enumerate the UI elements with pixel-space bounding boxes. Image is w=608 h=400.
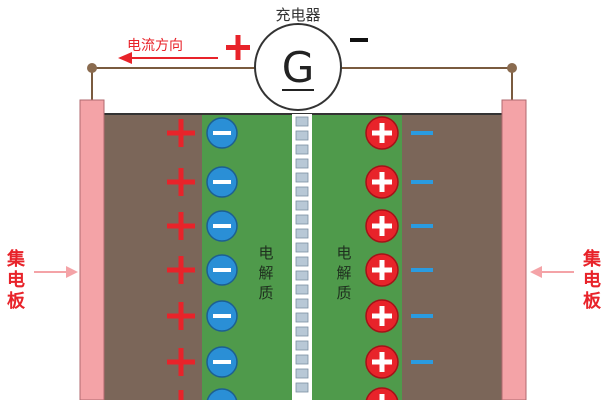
negative-ion [206, 300, 238, 332]
separator [292, 114, 312, 400]
wire-node-left [87, 63, 97, 73]
positive-charge [167, 212, 195, 240]
negative-charge [411, 360, 433, 364]
svg-text:集: 集 [6, 248, 26, 270]
svg-text:集: 集 [582, 248, 602, 270]
positive-ion [365, 387, 399, 400]
separator-segment [295, 186, 309, 197]
negative-charge [411, 180, 433, 184]
negative-ion [206, 117, 238, 149]
positive-ion [365, 299, 399, 333]
charger-generator: G [254, 23, 342, 111]
svg-text:板: 板 [583, 290, 602, 312]
positive-ion [365, 253, 399, 287]
svg-text:电: 电 [258, 244, 273, 262]
separator-segment [295, 130, 309, 141]
separator-segment [295, 256, 309, 267]
negative-charge [411, 131, 433, 135]
separator-segment [295, 312, 309, 323]
negative-charge [411, 314, 433, 318]
wire-node-right [507, 63, 517, 73]
negative-charge [411, 224, 433, 228]
separator-segment [295, 382, 309, 393]
positive-ion [365, 345, 399, 379]
collector-label-left: 集 电 板 [6, 248, 26, 312]
negative-ion [206, 346, 238, 378]
separator-segment [295, 144, 309, 155]
separator-segment [295, 340, 309, 351]
positive-charge [167, 256, 195, 284]
separator-segment [295, 368, 309, 379]
separator-segment [295, 172, 309, 183]
negative-ion [206, 166, 238, 198]
svg-text:板: 板 [7, 290, 26, 312]
negative-ion [206, 254, 238, 286]
positive-charge [167, 168, 195, 196]
ion-layer [167, 116, 433, 400]
positive-charge [178, 390, 184, 400]
separator-segment [295, 228, 309, 239]
svg-text:质: 质 [336, 284, 351, 302]
separator-segment [295, 298, 309, 309]
separator-segment [295, 200, 309, 211]
separator-segment [295, 242, 309, 253]
positive-charge [167, 119, 195, 147]
collector-arrow-right [530, 266, 574, 278]
positive-terminal-sign [226, 35, 250, 60]
title-label: 充电器 [275, 6, 320, 24]
svg-text:解: 解 [336, 264, 351, 282]
positive-ion [365, 209, 399, 243]
generator-circle [254, 23, 342, 111]
svg-text:电: 电 [583, 269, 601, 291]
positive-charge [167, 302, 195, 330]
separator-segment [295, 116, 309, 127]
negative-charge [411, 268, 433, 272]
collector-label-right: 集 电 板 [582, 248, 602, 312]
current-direction-label: 电流方向 [127, 38, 183, 54]
separator-segment [295, 158, 309, 169]
generator-symbol: G [282, 43, 315, 92]
separator-segment [295, 214, 309, 225]
electrolyte-label-right: 电 解 质 [336, 244, 351, 302]
negative-ion [206, 210, 238, 242]
negative-ion [206, 388, 238, 400]
collector-plate-left [79, 99, 105, 400]
collector-plate-right [501, 99, 527, 400]
separator-segment [295, 354, 309, 365]
collector-arrow-left [34, 266, 78, 278]
svg-text:质: 质 [258, 284, 273, 302]
negative-terminal-sign [350, 38, 368, 42]
separator-segment [295, 270, 309, 281]
current-direction-arrow [118, 52, 218, 64]
svg-text:电: 电 [7, 269, 25, 291]
separator-segment [295, 326, 309, 337]
svg-text:解: 解 [258, 264, 273, 282]
positive-ion [365, 116, 399, 150]
positive-charge [167, 348, 195, 376]
svg-text:电: 电 [336, 244, 351, 262]
separator-segment [295, 284, 309, 295]
positive-ion [365, 165, 399, 199]
electrolyte-label-left: 电 解 质 [258, 244, 273, 302]
